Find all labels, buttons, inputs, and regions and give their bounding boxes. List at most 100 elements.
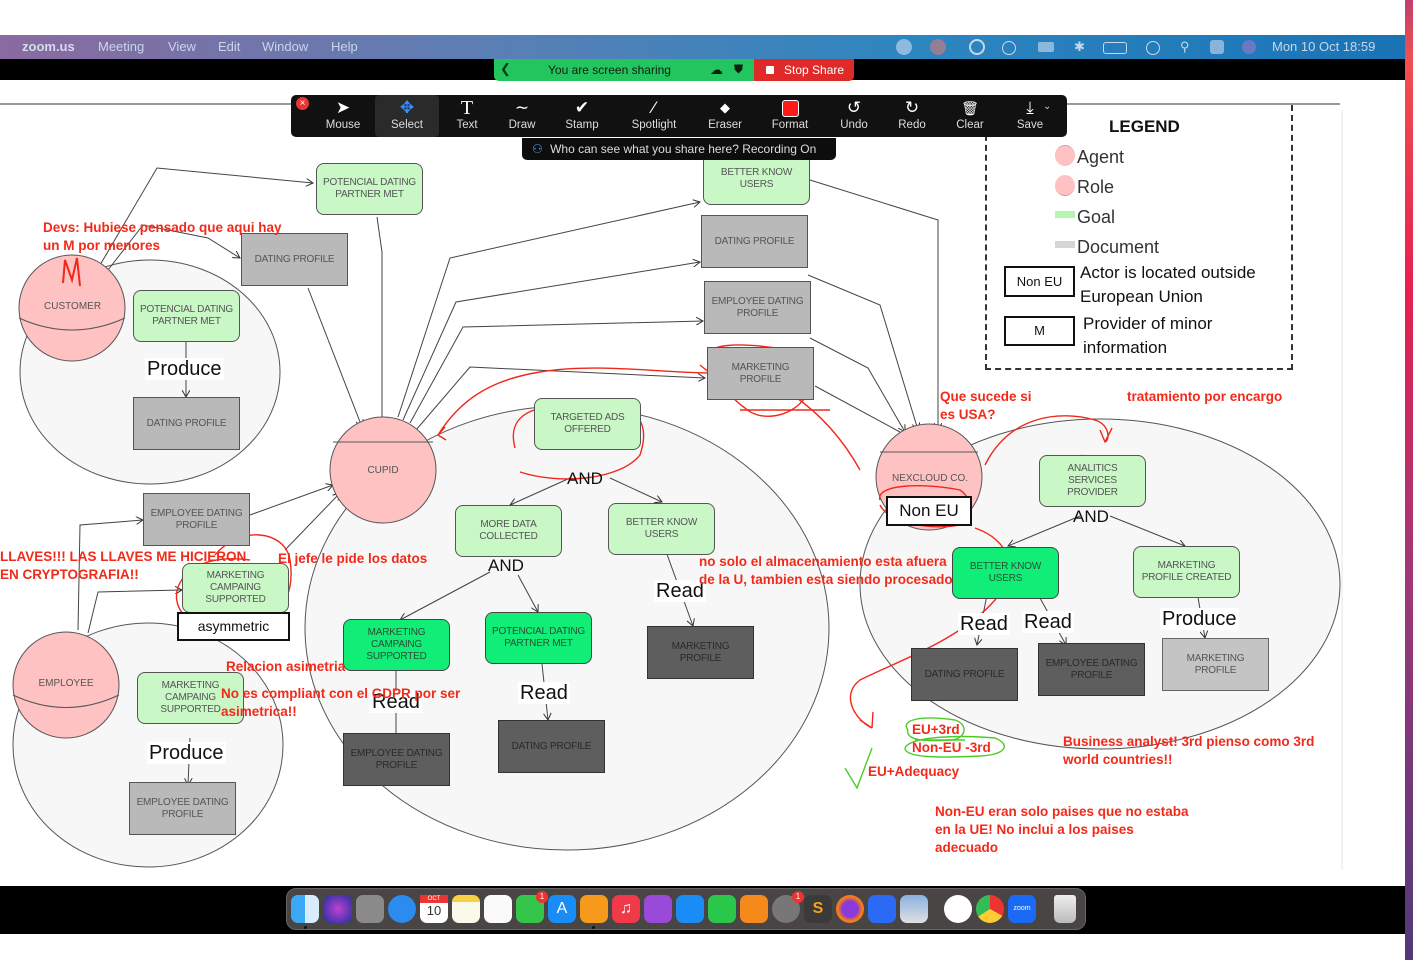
dock-system-preferences-icon[interactable]: 1 (772, 891, 804, 923)
running-indicator (592, 926, 595, 929)
creative-cloud-icon[interactable] (930, 39, 946, 55)
legend-title: LEGEND (1109, 117, 1180, 136)
menubar-clock[interactable]: Mon 10 Oct 18:59 (1272, 39, 1376, 54)
user-icon[interactable] (1146, 41, 1160, 55)
link-label-read: Read (518, 682, 570, 704)
tool-spotlight-label: Spotlight (631, 119, 677, 131)
color-swatch-icon (781, 100, 799, 118)
dock-sublime-text-icon[interactable]: S (804, 895, 832, 923)
goal-potencial-dating-partner: POTENCIAL DATING PARTNER MET (485, 612, 592, 664)
zoom-status-icon[interactable] (896, 39, 912, 55)
menu-app-zoom-us[interactable]: zoom.us (22, 39, 75, 54)
dock-music-icon[interactable]: ♫ (612, 895, 640, 923)
dock-safari-icon[interactable] (388, 895, 416, 923)
bluetooth-icon[interactable]: ✱ (1074, 39, 1085, 54)
dock-notes-icon[interactable] (452, 895, 480, 923)
sharing-status[interactable]: ❮ You are screen sharing ☁ ⛊ (494, 59, 754, 81)
dock-signal-icon[interactable] (868, 895, 896, 923)
dock-app-store-icon[interactable]: A (548, 895, 576, 923)
nordvpn-icon[interactable] (969, 39, 985, 55)
document-employee-dating-profile: EMPLOYEE DATING PROFILE (129, 782, 236, 835)
recording-notice-text: Who can see what you share here? Recordi… (550, 142, 817, 156)
annotation-llaves: LLAVES!!! LAS LLAVES ME HICIERON EN CRYP… (0, 549, 247, 582)
dock-nordvpn-icon[interactable] (944, 895, 972, 923)
tool-spotlight[interactable]: ⁄Spotlight (621, 95, 687, 137)
and-decomposition-label: AND (567, 469, 603, 488)
stop-share-button[interactable]: Stop Share (754, 59, 854, 81)
connector (402, 262, 700, 421)
dock-numbers-icon[interactable] (708, 895, 736, 923)
menu-help[interactable]: Help (331, 39, 358, 54)
recording-notice-bar[interactable]: ⚇ Who can see what you share here? Recor… (522, 138, 836, 160)
dock-keynote-icon[interactable] (676, 895, 704, 923)
annotation-eu-3rd: EU+3rd (912, 722, 960, 737)
dock-chrome-icon[interactable] (976, 895, 1004, 923)
dock-firefox-icon[interactable] (836, 895, 864, 923)
dock-finder-icon[interactable] (291, 895, 319, 923)
dock-launchpad-icon[interactable] (356, 895, 384, 923)
dock-reminders-icon[interactable] (484, 895, 512, 923)
actor-employee-label: EMPLOYEE (38, 678, 94, 689)
dock-pages-icon[interactable] (580, 895, 608, 923)
menu-view[interactable]: View (168, 39, 196, 54)
connector (77, 520, 143, 631)
tool-select[interactable]: ✥Select (375, 95, 439, 137)
dock-siri-icon[interactable] (324, 895, 352, 923)
control-center-icon[interactable] (1210, 40, 1224, 54)
siri-icon[interactable] (1242, 40, 1256, 54)
connector (107, 224, 240, 271)
tool-undo[interactable]: ↺Undo (822, 95, 886, 137)
tool-clear[interactable]: 🗑Clear (938, 95, 1002, 137)
dock-preview-icon[interactable] (900, 895, 928, 923)
dock-zoom-icon[interactable]: zoom (1008, 895, 1036, 923)
annotation-non-eu-note: Non-EU eran solo paises que no estaba en… (935, 804, 1189, 855)
dock-trash-icon[interactable] (1054, 895, 1076, 923)
tool-save[interactable]: ⤓Save (998, 95, 1062, 137)
cloud-recording-icon[interactable]: ☁ (710, 62, 723, 77)
tool-format[interactable]: Format (758, 95, 822, 137)
squiggle-icon: ∼ (514, 98, 530, 117)
tool-mouse[interactable]: ➤Mouse (311, 95, 375, 137)
tool-redo-label: Redo (898, 119, 926, 131)
dock-books-icon[interactable] (740, 895, 768, 923)
link-label-produce: Produce (145, 358, 224, 380)
tool-stamp[interactable]: ✔Stamp (550, 95, 614, 137)
dock-messages-icon[interactable]: 1 (516, 891, 548, 923)
connector (376, 216, 382, 425)
battery-icon[interactable] (1103, 42, 1127, 54)
menu-window[interactable]: Window (262, 39, 309, 54)
document-employee-dating-profile-right: EMPLOYEE DATING PROFILE (704, 281, 811, 334)
flag-icon[interactable] (1038, 42, 1054, 52)
drag-handle-icon[interactable]: ❮ (500, 61, 511, 76)
green-ink-annotations (844, 717, 1006, 790)
tool-eraser[interactable]: ◆Eraser (693, 95, 757, 137)
play-icon[interactable] (1002, 41, 1016, 55)
tool-clear-label: Clear (956, 119, 984, 131)
legend-role: Role (1077, 177, 1115, 197)
save-options-chevron-icon[interactable]: ⌄ (1043, 101, 1052, 112)
menu-edit[interactable]: Edit (218, 39, 241, 54)
desktop-area (0, 934, 1405, 960)
tool-draw[interactable]: ∼Draw (490, 95, 554, 137)
shield-icon[interactable]: ⛊ (734, 62, 744, 76)
close-toolbar-icon[interactable]: × (296, 97, 309, 110)
document-swatch-icon (1055, 241, 1075, 248)
dock-podcasts-icon[interactable] (644, 895, 672, 923)
document-nx-marketing-profile: MARKETING PROFILE (1162, 638, 1269, 691)
goal-customer-potencial-dating: POTENCIAL DATING PARTNER MET (133, 290, 240, 342)
spotlight-search-icon[interactable]: ⚲ (1180, 39, 1190, 54)
tool-redo[interactable]: ↻Redo (880, 95, 944, 137)
link-label-read: Read (1022, 611, 1074, 633)
role-swatch-icon (1055, 175, 1075, 196)
connector (397, 202, 700, 418)
menu-meeting[interactable]: Meeting (98, 39, 145, 54)
legend-document: Document (1077, 237, 1160, 257)
screen-sharing-bar: ❮ You are screen sharing ☁ ⛊ Stop Share (494, 59, 854, 81)
tool-stamp-label: Stamp (565, 119, 599, 131)
actor-nexcloud-label: NEXCLOUD CO. (891, 473, 969, 484)
calendar-month: OCT (420, 895, 448, 903)
actor-cupid-label: CUPID (367, 465, 399, 476)
tool-format-label: Format (771, 119, 809, 131)
